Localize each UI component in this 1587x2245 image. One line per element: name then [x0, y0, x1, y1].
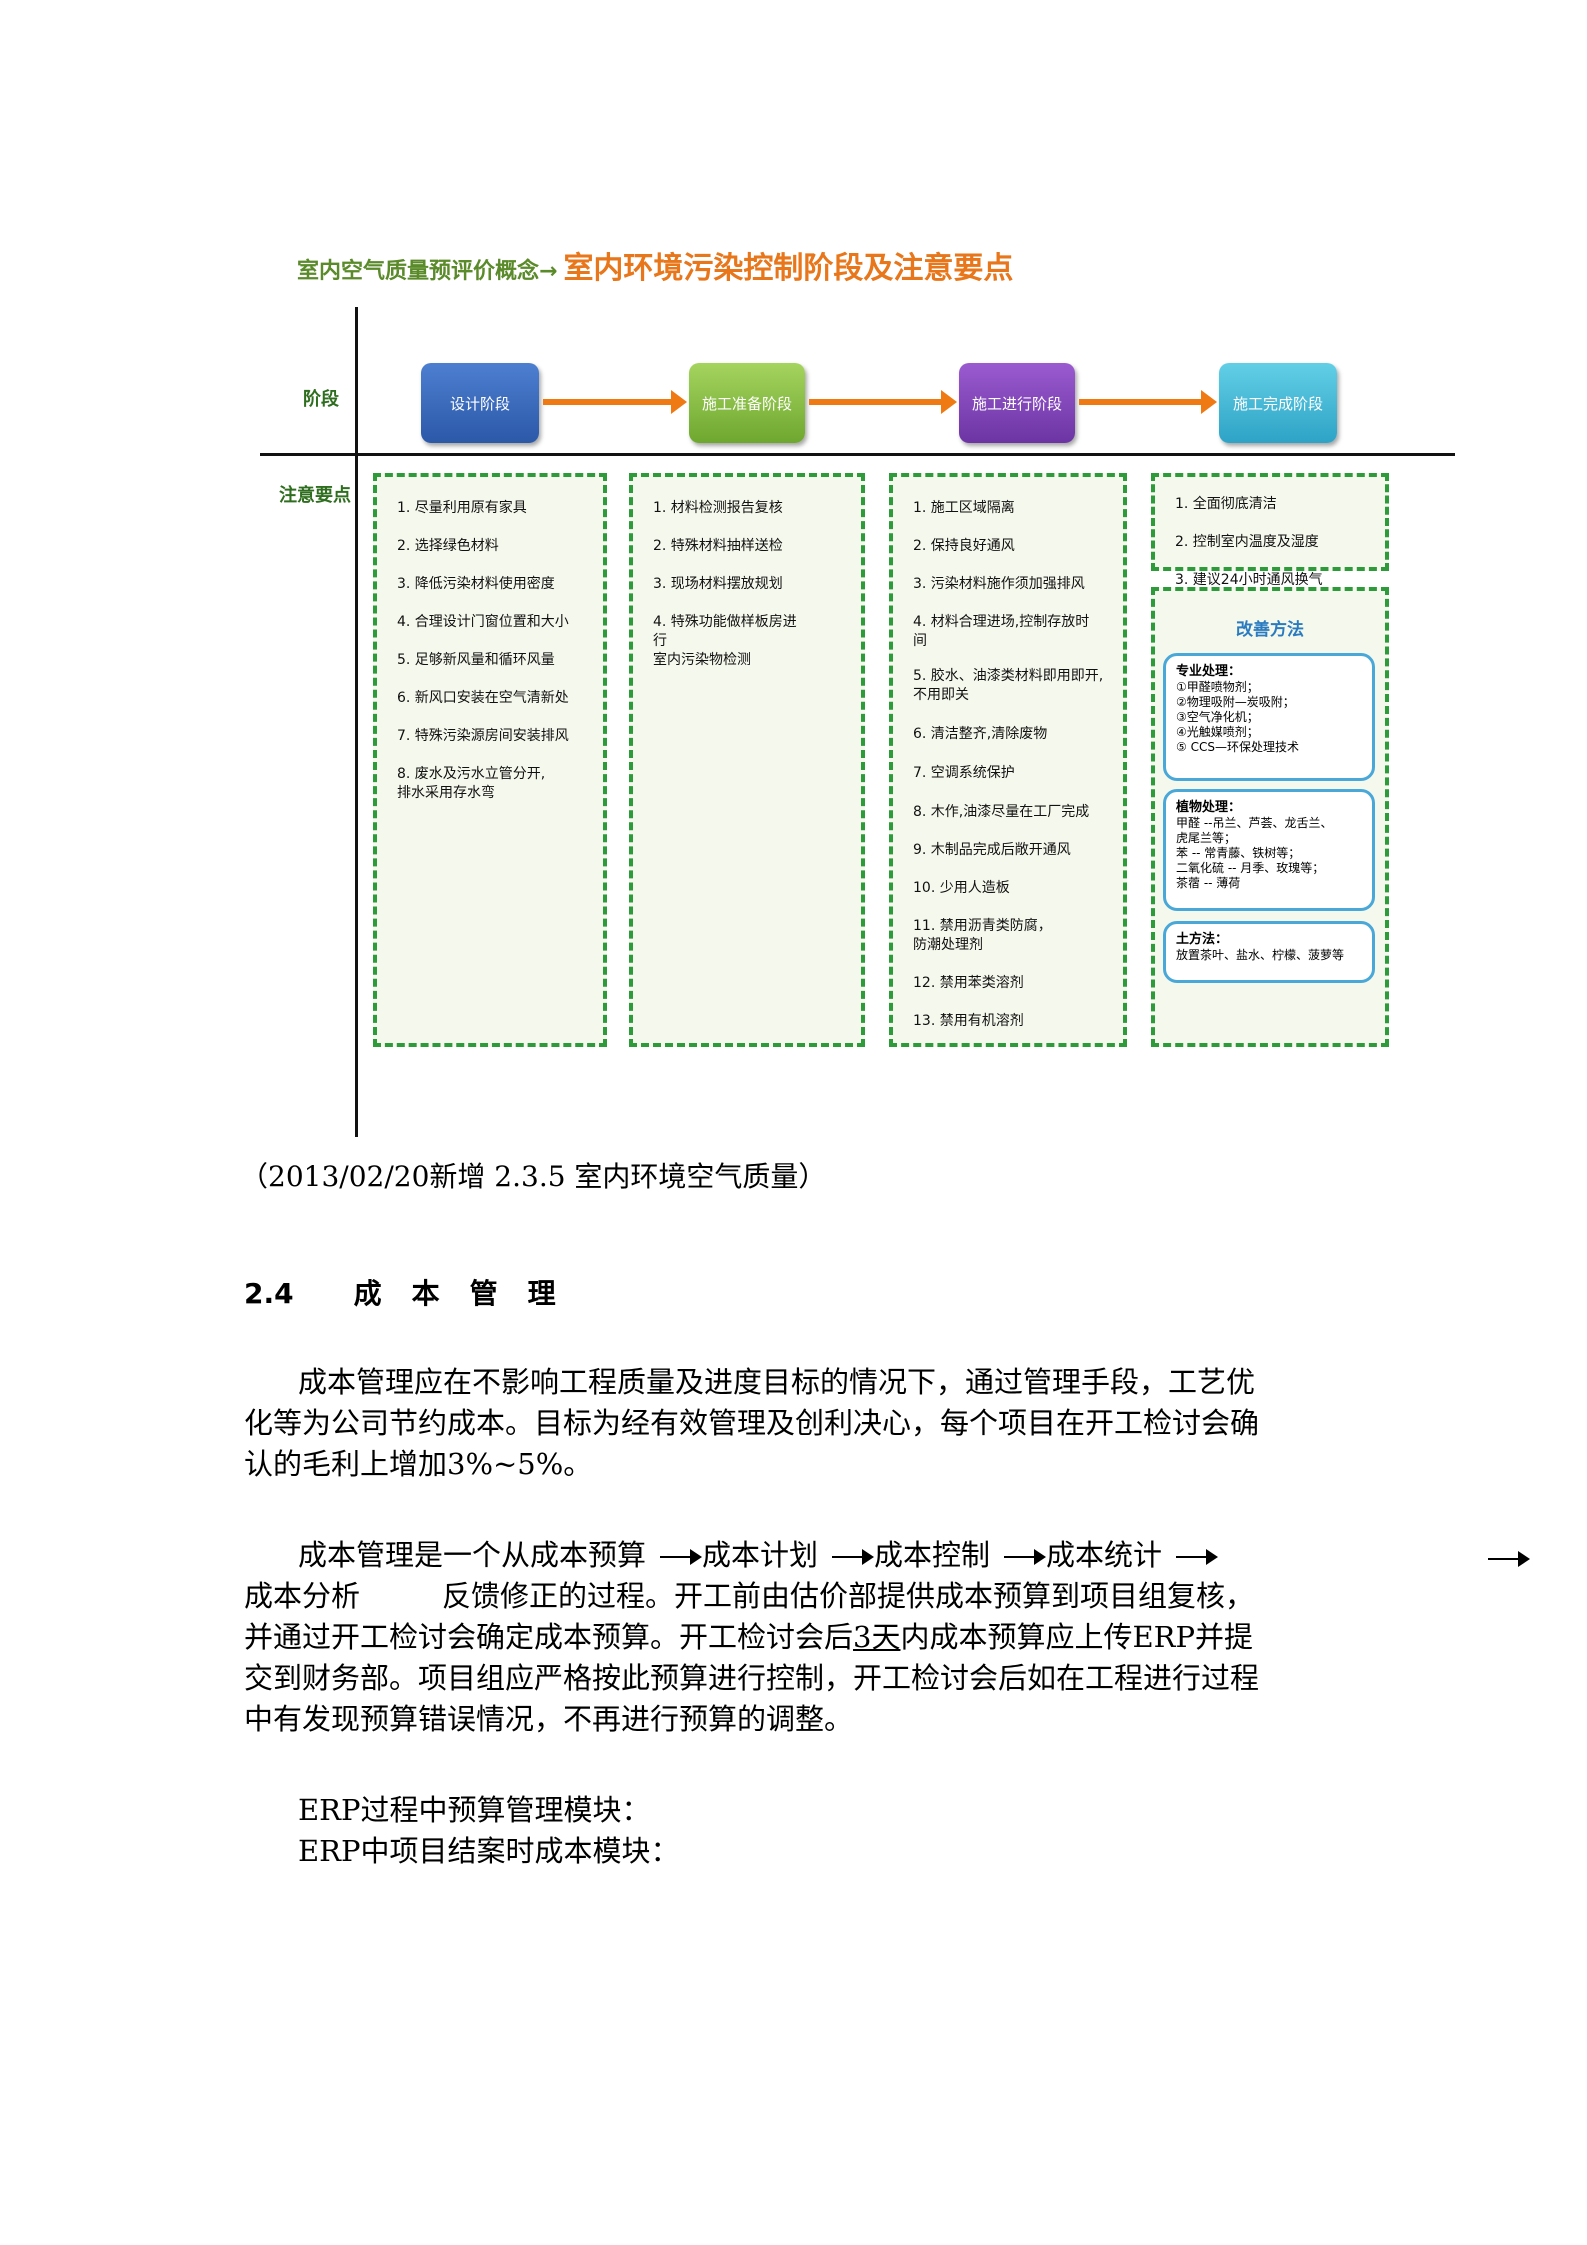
flow-arrow [1079, 390, 1217, 414]
row-label-stage: 阶段 [303, 389, 339, 410]
method-body: 甲醛 --吊兰、芦荟、龙舌兰、 虎尾兰等； 苯 -- 常青藤、铁树等； 二氧化硫… [1176, 816, 1333, 890]
note-item: 8. 废水及污水立管分开, 排水采用存水弯 [397, 766, 546, 801]
figure-caption: （2013/02/20新增 2.3.5 室内环境空气质量） [240, 1160, 827, 1193]
note-item: 10. 少用人造板 [913, 880, 1010, 896]
note-item: 9. 木制品完成后敞开通风 [913, 842, 1071, 858]
method-title: 植物处理： [1176, 800, 1242, 815]
paragraph-1-line: 化等为公司节约成本。目标为经有效管理及创利决心，每个项目在开工检讨会确 [244, 1406, 1260, 1440]
section-title-char: 成 [353, 1277, 382, 1310]
notes-box-design: 1. 尽量利用原有家具 2. 选择绿色材料 3. 降低污染材料使用密度 4. 合… [373, 473, 607, 1047]
paragraph-1-line: 认的毛利上增加3%~5%。 [244, 1447, 593, 1481]
stage-in-progress: 施工进行阶段 [959, 363, 1075, 443]
method-title: 土方法： [1176, 932, 1229, 947]
note-item: 8. 木作,油漆尽量在工厂完成 [913, 804, 1090, 820]
arrow-icon [1488, 1551, 1530, 1567]
note-item: 5. 胶水、油漆类材料即用即开, 不用即关 [913, 668, 1104, 703]
note-item: 2. 特殊材料抽样送检 [653, 538, 783, 554]
note-item: 1. 全面彻底清洁 [1175, 496, 1277, 512]
method-body: ①甲醛喷物剂； ②物理吸附—炭吸附； ③空气净化机； ④光触媒喷剂； ⑤ CCS… [1176, 680, 1299, 754]
erp-budget-module: ERP过程中预算管理模块： [298, 1793, 651, 1827]
flow-step: 成本控制 [874, 1538, 991, 1572]
flow-arrow [543, 390, 687, 414]
paragraph-2-line: 成本分析 反馈修正的过程。开工前由估价部提供成本预算到项目组复核， [244, 1576, 1254, 1616]
arrow-icon [660, 1549, 703, 1565]
flow-step: 成本计划 [702, 1538, 819, 1572]
row-label-notes: 注意要点 [279, 485, 351, 506]
horizontal-axis [260, 453, 1455, 456]
section-number: 2.4 [244, 1277, 294, 1310]
stage-design: 设计阶段 [421, 363, 539, 443]
underlined-days: 3天 [853, 1620, 901, 1654]
section-heading: 2.4 成本管理 [244, 1272, 556, 1312]
paragraph-2-line: 并通过开工检讨会确定成本预算。开工检讨会后3天内成本预算应上传ERP并提 [244, 1617, 1253, 1657]
method-plants: 植物处理： 甲醛 --吊兰、芦荟、龙舌兰、 虎尾兰等； 苯 -- 常青藤、铁树等… [1163, 789, 1375, 911]
note-item: 7. 空调系统保护 [913, 765, 1015, 781]
improvement-title: 改善方法 [1236, 620, 1304, 640]
paragraph-2-line: 成本管理是一个从成本预算 成本计划 成本控制 成本统计 [298, 1535, 1219, 1575]
erp-cost-module: ERP中项目结案时成本模块： [298, 1834, 680, 1868]
notes-box-in-progress: 1. 施工区域隔离 2. 保持良好通风 3. 污染材料施作须加强排风 4. 材料… [889, 473, 1127, 1047]
method-body: 放置茶叶、盐水、柠檬、菠萝等 [1176, 948, 1345, 962]
arrow-icon [1004, 1549, 1047, 1565]
note-item: 2. 保持良好通风 [913, 538, 1015, 554]
note-item: 3. 现场材料摆放规划 [653, 576, 783, 592]
method-title: 专业处理： [1176, 664, 1242, 679]
note-item: 2. 选择绿色材料 [397, 538, 499, 554]
paragraph-text: 内成本预算应上传ERP并提 [900, 1620, 1253, 1654]
note-item: 3. 污染材料施作须加强排风 [913, 576, 1085, 592]
note-item: 7. 特殊污染源房间安装排风 [397, 728, 569, 744]
note-item: 4. 特殊功能做样板房进 行 室内污染物检测 [653, 614, 797, 668]
flow-step: 成本统计 [1046, 1538, 1163, 1572]
paragraph-2-line: 中有发现预算错误情况，不再进行预算的调整。 [244, 1702, 854, 1736]
note-item: 4. 合理设计门窗位置和大小 [397, 614, 569, 630]
stage-preparation: 施工准备阶段 [689, 363, 805, 443]
note-item: 3. 降低污染材料使用密度 [397, 576, 555, 592]
paragraph-text: 反馈修正的过程。开工前由估价部提供成本预算到项目组复核， [442, 1579, 1255, 1613]
flow-arrow [809, 390, 957, 414]
diagram-title: 室内空气质量预评价概念→室内环境污染控制阶段及注意要点 [297, 243, 1013, 287]
paragraph-1-line: 成本管理应在不影响工程质量及进度目标的情况下，通过管理手段，工艺优 [298, 1365, 1256, 1399]
notes-box-completion: 1. 全面彻底清洁 2. 控制室内温度及湿度 3. 建议24小时通风换气 [1151, 473, 1389, 588]
diagram-title-prefix: 室内空气质量预评价概念→ [297, 259, 558, 284]
note-item: 2. 控制室内温度及湿度 [1175, 534, 1319, 550]
arrow-icon [1176, 1549, 1219, 1565]
method-professional: 专业处理： ①甲醛喷物剂； ②物理吸附—炭吸附； ③空气净化机； ④光触媒喷剂；… [1163, 653, 1375, 781]
method-home-remedy: 土方法： 放置茶叶、盐水、柠檬、菠萝等 [1163, 921, 1375, 983]
vertical-axis [355, 307, 358, 1137]
note-item: 6. 新风口安装在空气清新处 [397, 690, 569, 706]
note-item: 13. 禁用有机溶剂 [913, 1013, 1024, 1029]
stage-completion: 施工完成阶段 [1219, 363, 1337, 443]
notes-box-preparation: 1. 材料检测报告复核 2. 特殊材料抽样送检 3. 现场材料摆放规划 4. 特… [629, 473, 865, 1047]
note-item: 1. 材料检测报告复核 [653, 500, 783, 516]
paragraph-text: 并通过开工检讨会确定成本预算。开工检讨会后 [244, 1620, 854, 1654]
paragraph-2-line: 交到财务部。项目组应严格按此预算进行控制，开工检讨会后如在工程进行过程 [244, 1661, 1260, 1695]
note-item: 6. 清洁整齐,清除废物 [913, 726, 1048, 742]
section-title-char: 管 [469, 1277, 498, 1310]
note-item: 5. 足够新风量和循环风量 [397, 652, 555, 668]
diagram-title-main: 室内环境污染控制阶段及注意要点 [563, 251, 1014, 286]
note-item: 12. 禁用苯类溶剂 [913, 975, 1024, 991]
section-title-char: 理 [527, 1277, 556, 1310]
note-item: 11. 禁用沥青类防腐， 防潮处理剂 [913, 918, 1052, 953]
note-item: 4. 材料合理进场,控制存放时 间 [913, 614, 1090, 649]
note-item: 3. 建议24小时通风换气 [1175, 572, 1323, 588]
note-item: 1. 施工区域隔离 [913, 500, 1015, 516]
flow-step: 成本分析 [244, 1579, 361, 1613]
pollution-control-diagram: 室内空气质量预评价概念→室内环境污染控制阶段及注意要点 阶段 注意要点 设计阶段… [255, 225, 1465, 1145]
note-item: 1. 尽量利用原有家具 [397, 500, 527, 516]
arrow-icon [832, 1549, 875, 1565]
flow-step: 成本管理是一个从成本预算 [298, 1538, 647, 1572]
improvement-box: 改善方法 专业处理： ①甲醛喷物剂； ②物理吸附—炭吸附； ③空气净化机； ④光… [1151, 587, 1389, 1047]
section-title-char: 本 [411, 1277, 440, 1310]
